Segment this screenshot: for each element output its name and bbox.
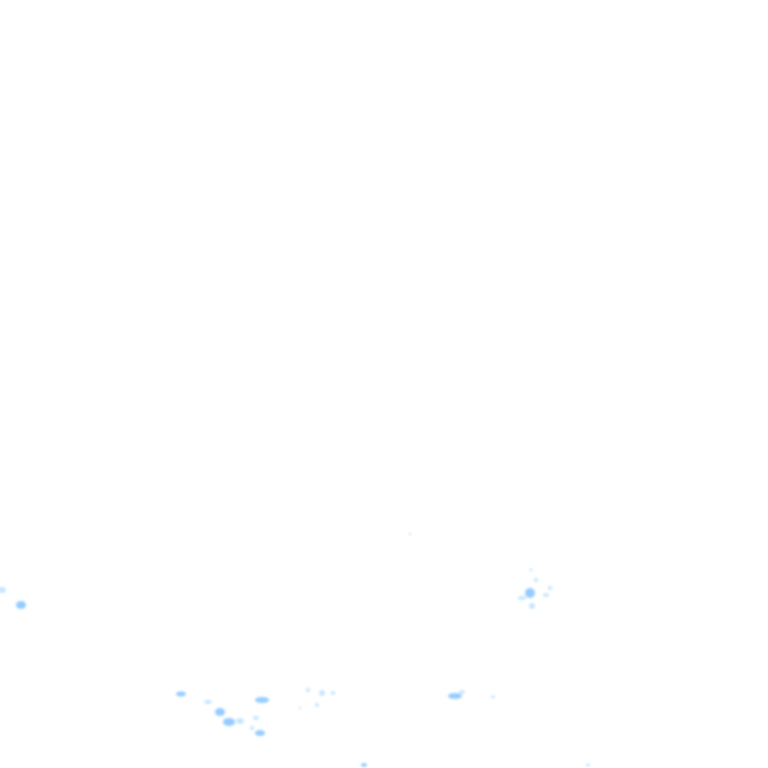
- radar-echo-cell: [255, 697, 269, 703]
- radar-echo-cell: [176, 691, 186, 697]
- radar-echo-cell: [534, 578, 538, 582]
- radar-echo-cell: [459, 690, 465, 694]
- radar-echo-cell: [215, 708, 225, 716]
- radar-echo-cell: [315, 703, 319, 707]
- radar-echo-cell: [543, 593, 549, 597]
- radar-echo-cell: [204, 700, 212, 704]
- radar-echo-cell: [16, 601, 26, 609]
- radar-echo-cell: [408, 533, 412, 535]
- radar-echo-cell: [255, 730, 265, 736]
- radar-echo-cell: [0, 587, 6, 593]
- radar-echo-cell: [548, 586, 552, 590]
- radar-echo-cell: [319, 690, 325, 696]
- radar-echo-cell: [236, 718, 244, 724]
- radar-echo-cell: [306, 688, 310, 692]
- radar-echo-cell: [250, 726, 254, 730]
- radar-echo-cell: [298, 707, 302, 709]
- radar-echo-cell: [525, 588, 535, 598]
- radar-echo-cell: [361, 763, 367, 767]
- radar-echo-cell: [253, 716, 259, 720]
- radar-echo-cell: [529, 603, 535, 609]
- radar-echo-cell: [448, 693, 462, 699]
- radar-echo-cell: [529, 568, 533, 572]
- radar-echo-cell: [518, 596, 526, 600]
- radar-echo-cell: [223, 718, 235, 726]
- radar-echo-cell: [586, 763, 590, 767]
- radar-echo-cell: [491, 695, 495, 699]
- radar-echo-cell: [331, 691, 335, 695]
